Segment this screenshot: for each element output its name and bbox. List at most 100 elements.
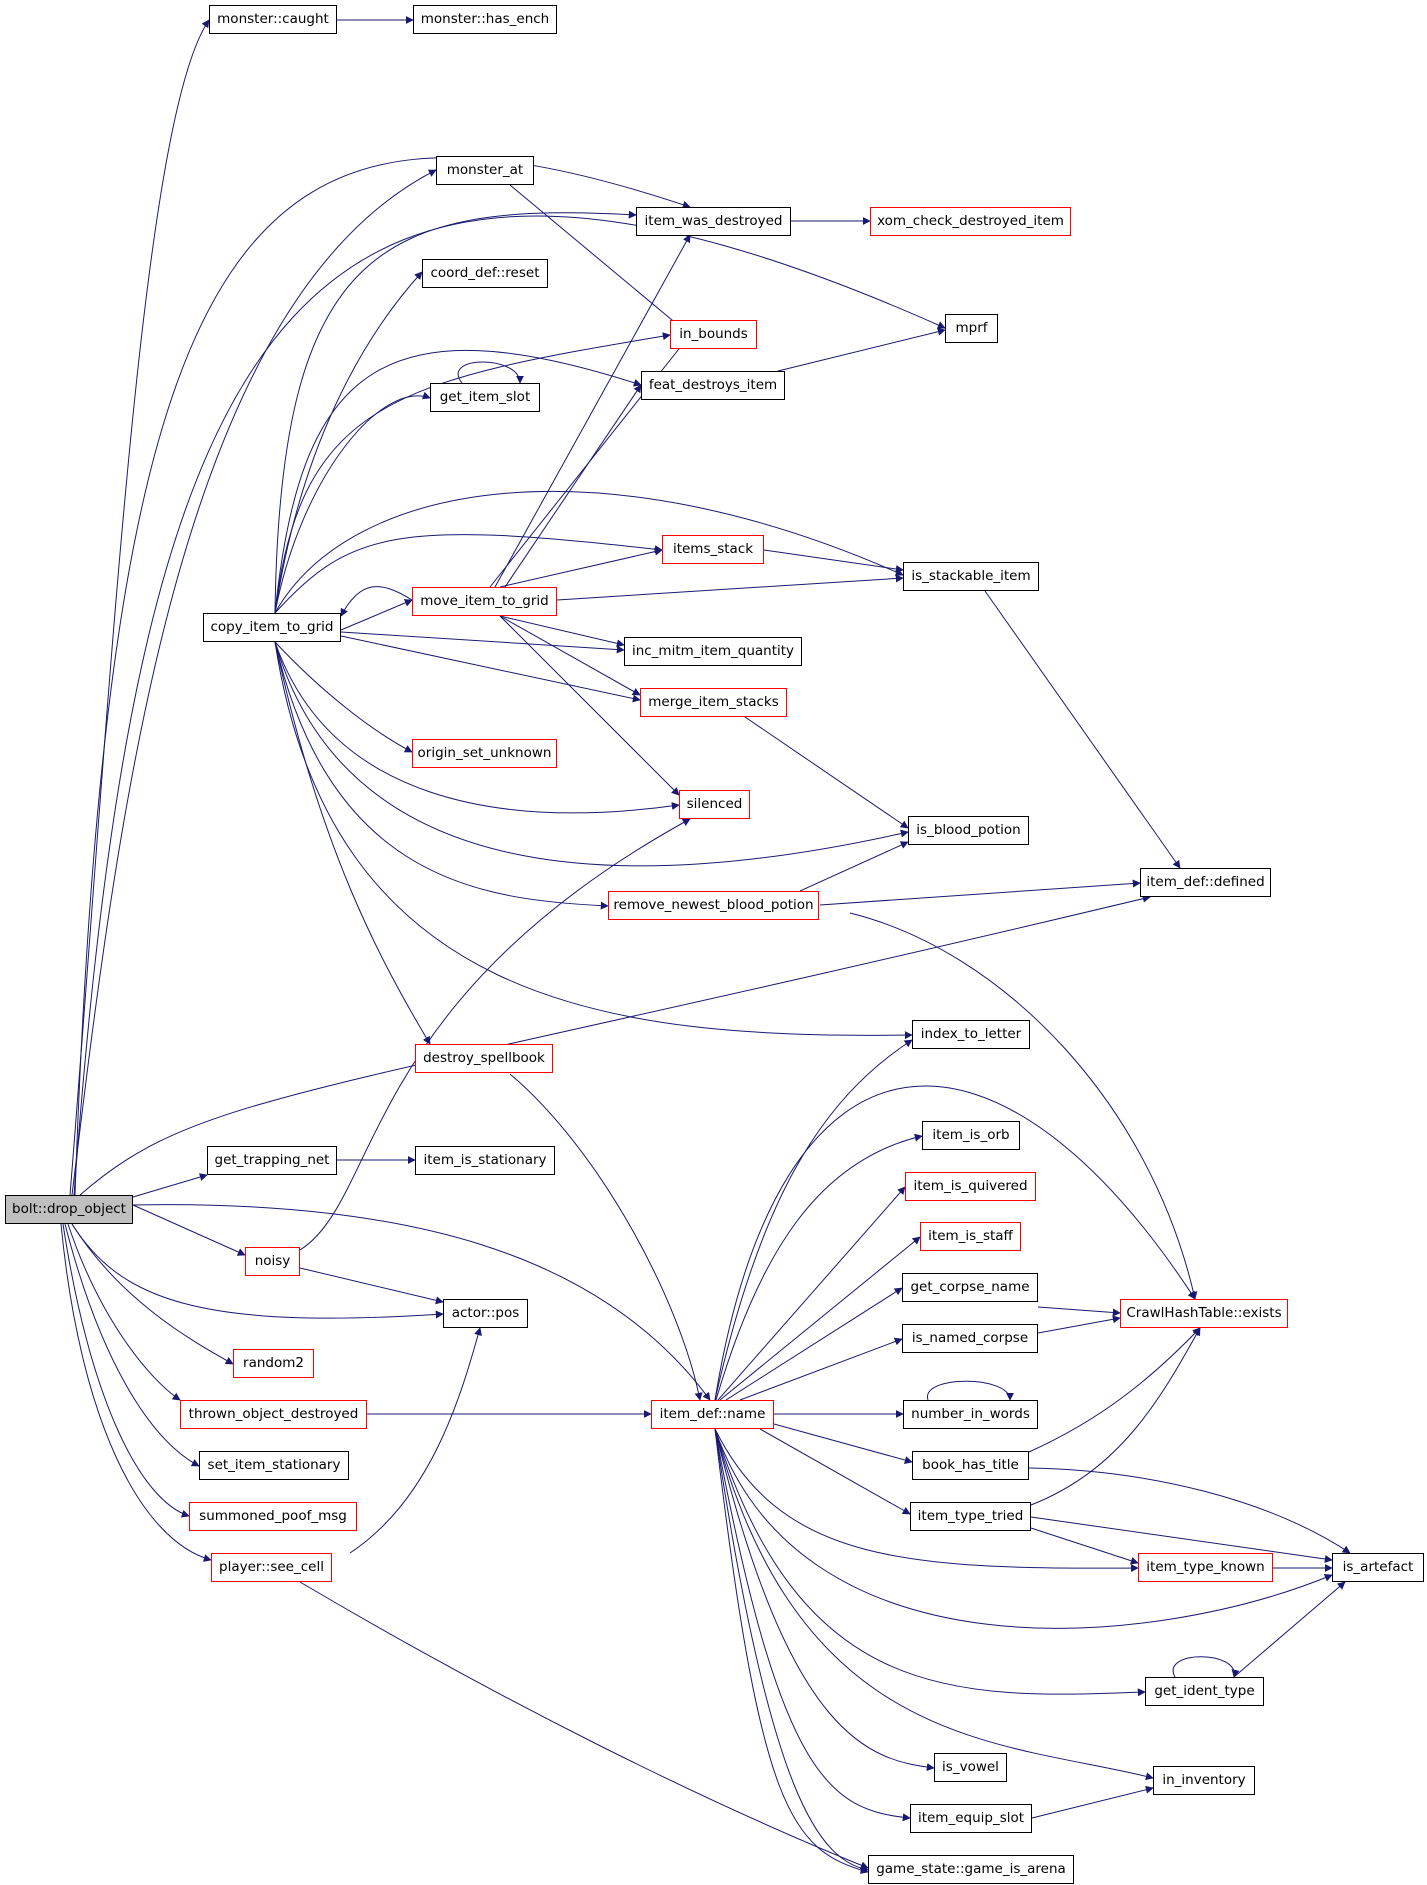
node-game-state-game-is-arena[interactable]: game_state::game_is_arena xyxy=(868,1855,1074,1884)
edge-reset xyxy=(274,271,423,614)
edge-drop-thrown xyxy=(67,1223,181,1401)
node-item-was-destroyed[interactable]: item_was_destroyed xyxy=(636,207,791,236)
node-get-corpse-name[interactable]: get_corpse_name xyxy=(902,1273,1038,1302)
node-bolt-drop-object[interactable]: bolt::drop_object xyxy=(5,1195,133,1224)
node-index-to-letter[interactable]: index_to_letter xyxy=(912,1020,1030,1049)
edge-noisy-pos xyxy=(299,1267,444,1305)
edge-was-destroyed-top xyxy=(74,157,691,1196)
node-thrown-object-destroyed[interactable]: thrown_object_destroyed xyxy=(180,1400,367,1429)
edge-move-copy xyxy=(340,586,413,617)
edge-move-merge xyxy=(499,615,641,696)
node-summoned-poof-msg[interactable]: summoned_poof_msg xyxy=(189,1502,357,1531)
edge-name-equip-slot xyxy=(714,1428,911,1822)
edge-drop-name xyxy=(132,1204,711,1401)
edge-items-stack-stackable xyxy=(763,549,904,573)
edge-drop-pos xyxy=(71,1223,444,1319)
edge-caught xyxy=(69,19,210,1196)
node-item-is-orb[interactable]: item_is_orb xyxy=(922,1121,1020,1150)
edge-name-arena-b xyxy=(714,1428,869,1874)
node-feat-destroys-item[interactable]: feat_destroys_item xyxy=(641,371,785,400)
edge-name-ident-type xyxy=(714,1428,1146,1697)
node-is-blood-potion[interactable]: is_blood_potion xyxy=(908,816,1029,845)
edge-drop-set-stationary xyxy=(64,1223,200,1467)
node-is-artefact[interactable]: is_artefact xyxy=(1332,1553,1424,1582)
node-get-ident-type[interactable]: get_ident_type xyxy=(1145,1677,1264,1706)
node-crawlhashtable-exists[interactable]: CrawlHashTable::exists xyxy=(1120,1299,1288,1328)
node-set-item-stationary[interactable]: set_item_stationary xyxy=(199,1451,349,1480)
edge-corpse-name-exists xyxy=(1037,1306,1121,1317)
node-item-is-quivered[interactable]: item_is_quivered xyxy=(905,1172,1036,1201)
edge-spellbook-name xyxy=(509,1073,703,1401)
node-get-item-slot[interactable]: get_item_slot xyxy=(430,383,540,412)
edge-name-index-letter xyxy=(714,1039,913,1401)
node-item-type-tried[interactable]: item_type_tried xyxy=(910,1502,1031,1531)
edge-move-feat xyxy=(504,384,642,588)
edge-name-arena-a xyxy=(714,1428,869,1873)
node-is-vowel[interactable]: is_vowel xyxy=(934,1753,1007,1782)
edge-get-item-slot xyxy=(274,391,431,614)
node-origin-set-unknown[interactable]: origin_set_unknown xyxy=(412,739,557,768)
node-move-item-to-grid[interactable]: move_item_to_grid xyxy=(412,587,557,616)
edge-copy-move xyxy=(340,599,413,631)
node-get-trapping-net[interactable]: get_trapping_net xyxy=(207,1146,337,1175)
edge-get-item-slot-self xyxy=(458,361,524,384)
node-monster-at[interactable]: monster_at xyxy=(436,156,534,185)
node-noisy[interactable]: noisy xyxy=(245,1247,300,1276)
edge-name-type-known xyxy=(714,1428,1139,1573)
edge-stackable-defined xyxy=(984,590,1181,869)
edge-drop-summoned xyxy=(62,1223,190,1518)
edge-copy-origin xyxy=(274,641,413,753)
node-monster-caught[interactable]: monster::caught xyxy=(209,5,337,34)
node-xom-check-destroyed-item[interactable]: xom_check_destroyed_item xyxy=(870,207,1071,236)
node-items-stack[interactable]: items_stack xyxy=(662,535,764,564)
node-is-stackable-item[interactable]: is_stackable_item xyxy=(903,562,1039,591)
node-remove-newest-blood-potion[interactable]: remove_newest_blood_potion xyxy=(608,891,819,920)
edge-name-type-tried xyxy=(759,1428,911,1515)
node-silenced[interactable]: silenced xyxy=(679,790,750,819)
node-copy-item-to-grid[interactable]: copy_item_to_grid xyxy=(203,613,341,642)
edge-copy-destroy-spellbook xyxy=(274,641,431,1045)
edge-move-was-destroyed xyxy=(494,234,691,588)
node-in-inventory[interactable]: in_inventory xyxy=(1153,1766,1255,1795)
edge-tried-known xyxy=(1030,1527,1139,1565)
edge-name-staff xyxy=(719,1236,921,1401)
edge-tried-artefact xyxy=(1030,1516,1333,1563)
edge-name-exists xyxy=(714,1085,1196,1401)
node-mprf[interactable]: mprf xyxy=(945,314,998,343)
node-coord-def-reset[interactable]: coord_def::reset xyxy=(422,259,548,288)
edge-copy-remove-blood xyxy=(274,641,609,910)
node-item-is-staff[interactable]: item_is_staff xyxy=(920,1222,1021,1251)
node-inc-mitm-item-quantity[interactable]: inc_mitm_item_quantity xyxy=(624,637,802,666)
edge-copy-blood-potion xyxy=(274,641,909,867)
edge-merge-blood-potion xyxy=(744,716,909,829)
edge-named-corpse-exists xyxy=(1037,1315,1121,1334)
node-item-def-name[interactable]: item_def::name xyxy=(651,1400,774,1429)
node-item-type-known[interactable]: item_type_known xyxy=(1138,1553,1273,1582)
edge-copy-silenced xyxy=(274,641,680,814)
node-is-named-corpse[interactable]: is_named_corpse xyxy=(902,1324,1038,1353)
node-number-in-words[interactable]: number_in_words xyxy=(903,1400,1038,1429)
node-item-def-defined[interactable]: item_def::defined xyxy=(1140,868,1271,897)
edge-move-inc xyxy=(499,615,625,648)
node-actor-pos[interactable]: actor::pos xyxy=(443,1299,528,1328)
node-player-see-cell[interactable]: player::see_cell xyxy=(211,1553,332,1582)
edge-ident-self xyxy=(1172,1656,1240,1678)
edge-see-cell-pos xyxy=(349,1327,482,1554)
edge-name-is-vowel xyxy=(714,1428,935,1772)
node-item-is-stationary[interactable]: item_is_stationary xyxy=(415,1146,555,1175)
edge-remove-blood-potion xyxy=(799,841,909,892)
node-random2[interactable]: random2 xyxy=(233,1349,314,1378)
edge-copy-stackable xyxy=(274,490,904,614)
node-item-equip-slot[interactable]: item_equip_slot xyxy=(910,1804,1032,1833)
edge-drop-random2 xyxy=(71,1223,234,1365)
node-monster-has-ench[interactable]: monster::has_ench xyxy=(413,5,557,34)
node-book-has-title[interactable]: book_has_title xyxy=(912,1451,1029,1480)
edge-monster-at xyxy=(71,169,437,1196)
node-destroy-spellbook[interactable]: destroy_spellbook xyxy=(415,1044,553,1073)
node-merge-item-stacks[interactable]: merge_item_stacks xyxy=(640,688,787,717)
edge-name-corpse-name xyxy=(725,1287,903,1401)
edge-drop-trapping xyxy=(132,1173,208,1198)
edge-book-title-exists xyxy=(1028,1327,1201,1453)
edge-see-cell-arena xyxy=(299,1581,869,1870)
node-in-bounds[interactable]: in_bounds xyxy=(670,320,757,349)
